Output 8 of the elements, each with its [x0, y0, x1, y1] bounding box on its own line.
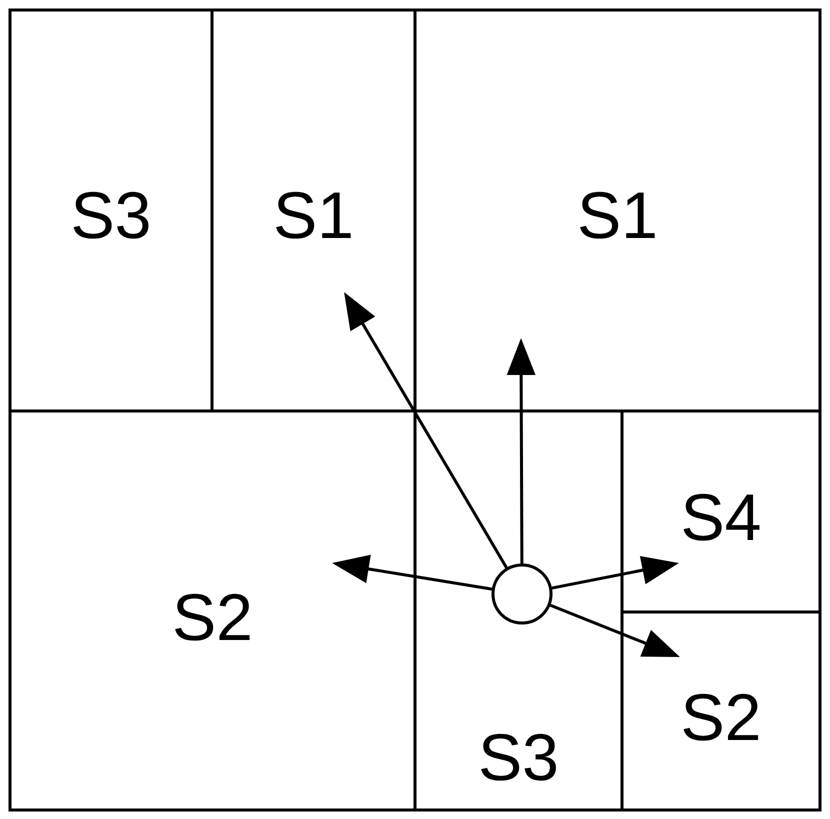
- circle: [492, 564, 552, 624]
- region-cell: S3: [8, 8, 214, 412]
- region-cell: S1: [210, 8, 416, 412]
- region-cell: S2: [620, 610, 822, 812]
- region-cell: S4: [620, 410, 822, 614]
- region-cell: S3: [414, 410, 624, 812]
- region-cell: S2: [8, 410, 416, 812]
- region-cell: S1: [414, 8, 822, 412]
